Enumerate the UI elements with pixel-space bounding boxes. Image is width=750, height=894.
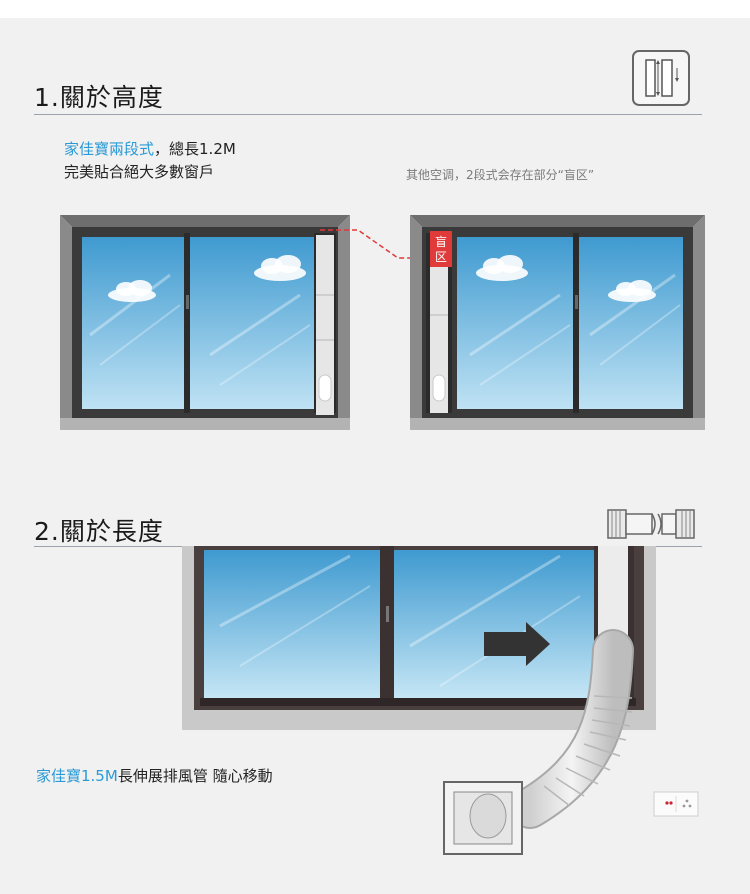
blind-spot-label-top: 盲 xyxy=(435,234,447,249)
section2-caption: 家佳寶1.5M長伸展排風管 隨心移動 xyxy=(36,765,273,786)
section1-highlight: 家佳寶兩段式 xyxy=(64,140,155,158)
window-with-exhaust-hose xyxy=(182,546,699,855)
section2-title: 2.關於長度 xyxy=(34,517,164,546)
section1-line1-rest: ，總長1.2M xyxy=(154,140,236,158)
section2-highlight: 家佳寶1.5M xyxy=(36,767,118,785)
section1-title: 1.關於高度 xyxy=(34,83,164,112)
section2-caption-rest: 長伸展排風管 隨心移動 xyxy=(117,767,273,785)
background-panel xyxy=(0,18,750,894)
height-icon xyxy=(632,50,690,106)
section1-comparison-note: 其他空调，2段式会存在部分“盲区” xyxy=(406,168,595,182)
blind-spot-label-bottom: 区 xyxy=(435,250,447,264)
window-with-full-height-panel xyxy=(60,215,350,430)
hose-icon xyxy=(607,509,695,539)
window-with-two-section-panel: 盲 区 xyxy=(410,215,705,430)
section1-divider xyxy=(34,114,702,115)
section1-line2: 完美貼合絕大多數窗戶 xyxy=(64,163,215,181)
section1-line1: 家佳寶兩段式，總長1.2M xyxy=(64,138,236,159)
